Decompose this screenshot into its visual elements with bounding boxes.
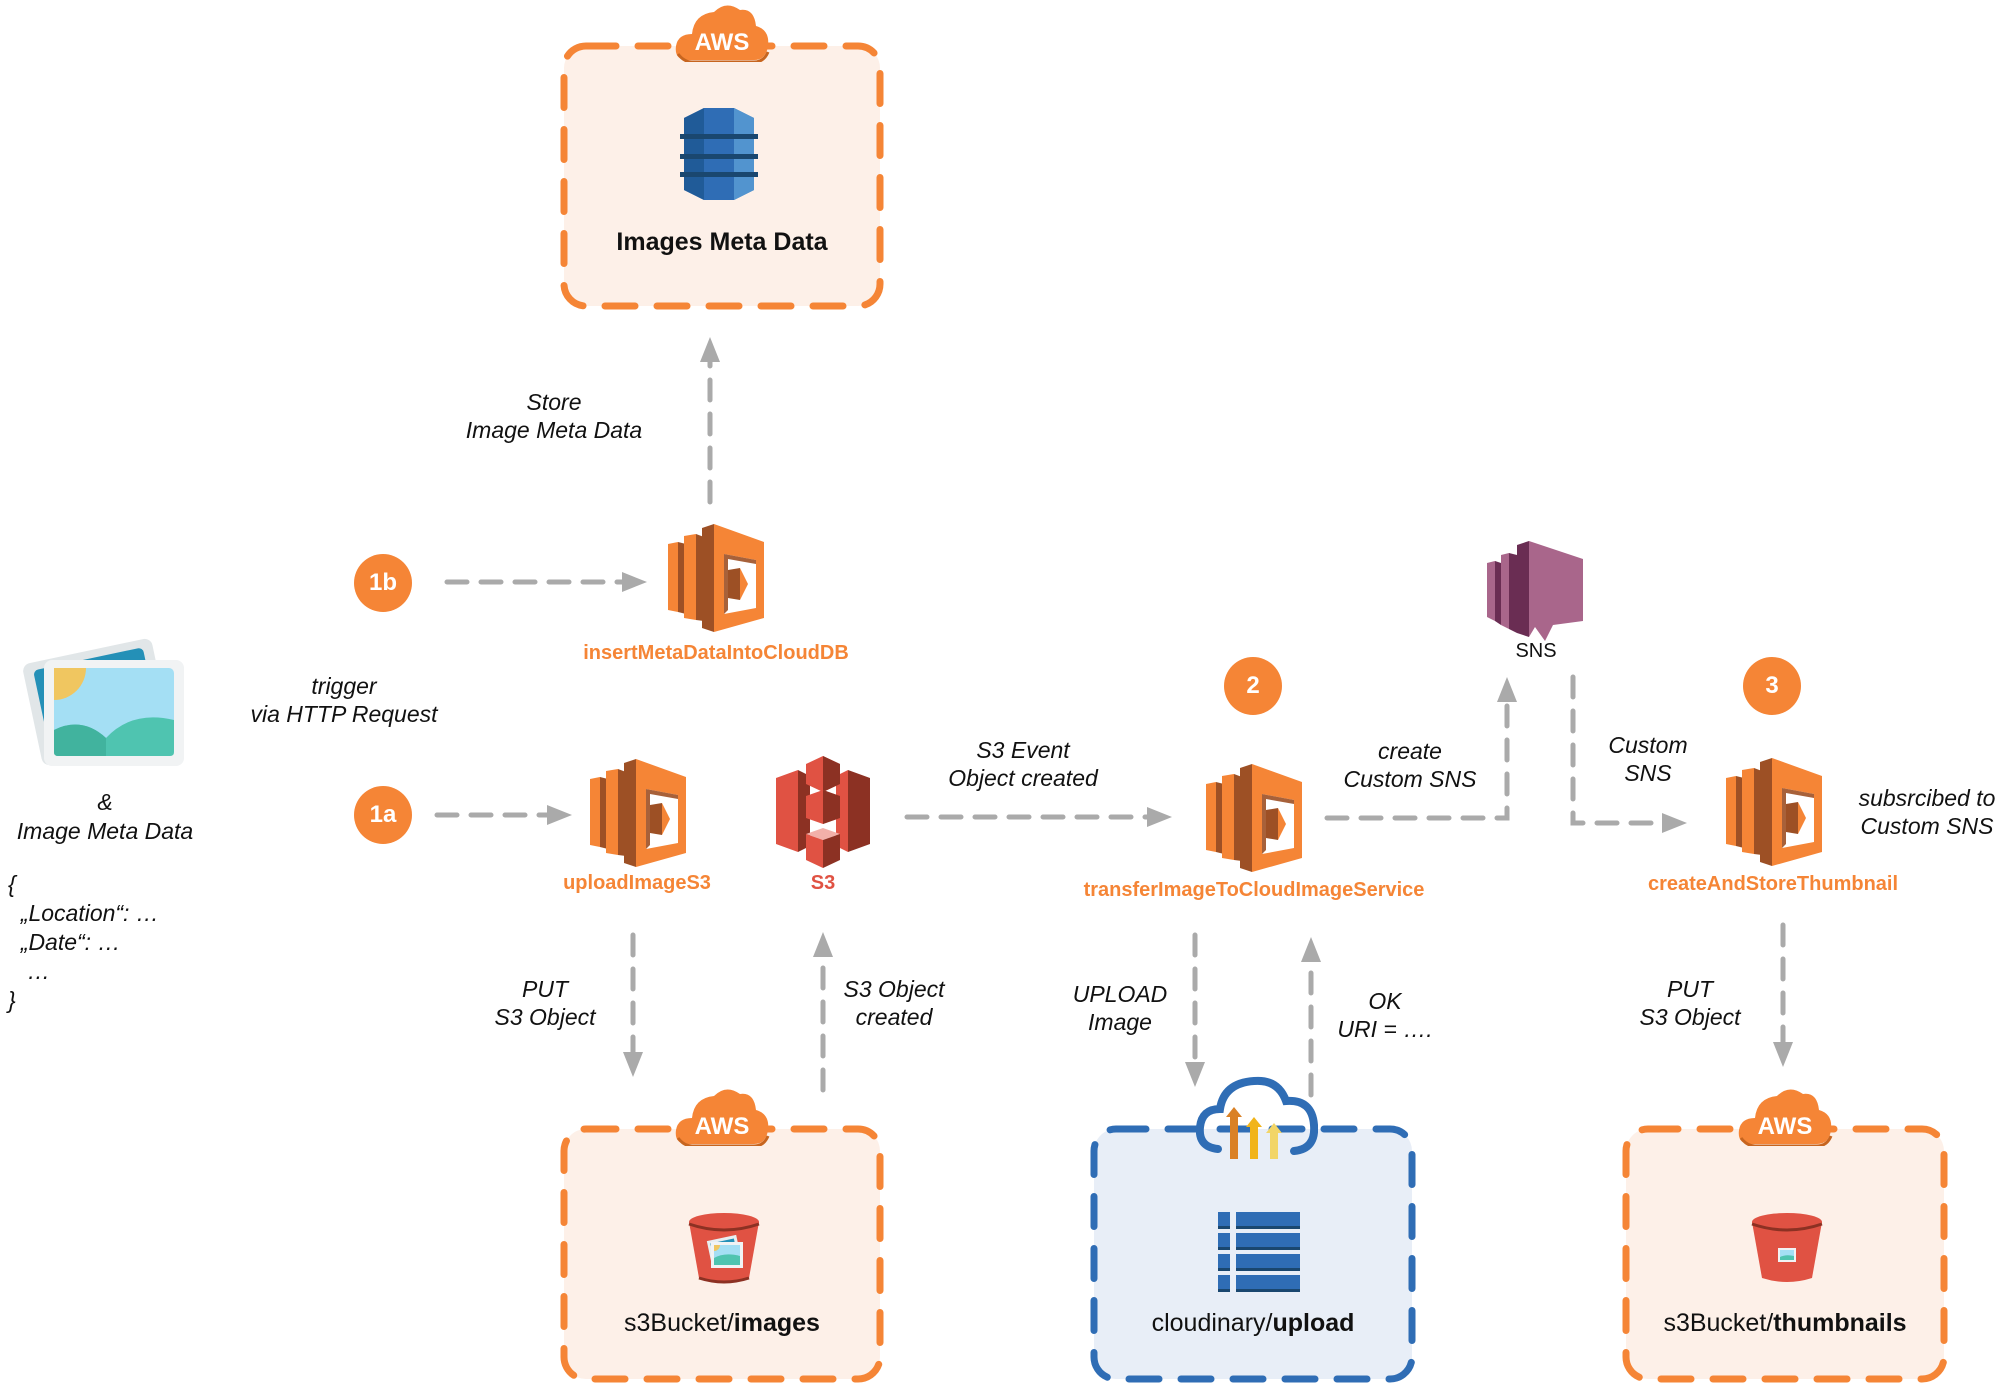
step-badge-2: 2 — [1224, 657, 1282, 715]
function-label-upload-image: uploadImageS3 — [563, 872, 711, 894]
lambda-icon — [1206, 764, 1302, 872]
edge-label-custom-sns: Custom SNS — [1608, 732, 1688, 786]
arrowhead-right — [1147, 807, 1172, 827]
svg-text:AWS: AWS — [695, 29, 750, 56]
service-label-s3: S3 — [810, 872, 836, 894]
edge-label-store-meta: Store Image Meta Data — [465, 389, 643, 443]
function-label-create-thumbnail: createAndStoreThumbnail — [1647, 873, 1899, 895]
step-badge-3: 3 — [1743, 657, 1801, 715]
edge-label-s3-event: S3 Event Object created — [948, 737, 1098, 791]
lambda-icon — [1726, 758, 1822, 866]
arrowhead-up — [1301, 937, 1321, 962]
meta-json-example: { „Location“: … „Date“: … …} — [8, 871, 159, 1013]
s3-images-container: s3Bucket/images — [560, 1125, 884, 1383]
s3-images-label: s3Bucket/images — [624, 1309, 820, 1337]
metadata-db-label-text: Images Meta Data — [616, 228, 828, 256]
arrowhead-up — [700, 337, 720, 362]
step-badge-1b: 1b — [354, 554, 412, 612]
edge-label-subscribed: subsrcibed to Custom SNS — [1858, 785, 1996, 839]
step-badge-1a: 1a — [354, 786, 412, 844]
arrowhead-up — [813, 932, 833, 957]
metadata-db-container: Images Meta Data — [560, 42, 884, 310]
lambda-icon — [590, 759, 686, 867]
cloudinary-upload-label: cloudinary/upload — [1151, 1309, 1355, 1337]
sns-icon — [1487, 541, 1583, 641]
s3-bucket-icon — [1751, 1213, 1823, 1282]
aws-cloud-icon: AWS — [1738, 1089, 1833, 1146]
service-label-sns: SNS — [1515, 640, 1557, 662]
edge-label-trigger: trigger via HTTP Request — [250, 673, 438, 727]
s3-thumbnails-container: s3Bucket/thumbnails — [1622, 1125, 1948, 1383]
source-label: & Image Meta Data — [16, 789, 194, 844]
metadata-db-label: Images Meta Data — [564, 228, 880, 257]
svg-text:AWS: AWS — [1758, 1113, 1813, 1140]
function-label-insert-meta: insertMetaDataIntoCloudDB — [583, 642, 849, 664]
dynamodb-icon — [680, 108, 758, 200]
arrowhead-up — [1497, 677, 1517, 702]
edge-label-put-s3-thumbs: PUT S3 Object — [1639, 976, 1741, 1030]
edge-label-upload-image: UPLOAD Image — [1072, 981, 1168, 1035]
lambda-icon — [668, 524, 764, 632]
arrowhead-right — [1662, 813, 1687, 833]
s3-service-icon — [776, 756, 870, 868]
s3-thumbnails-label: s3Bucket/thumbnails — [1663, 1309, 1907, 1337]
arrowhead-down — [1773, 1042, 1793, 1067]
cloudinary-upload-container: cloudinary/upload — [1090, 1125, 1416, 1383]
edge-label-ok-uri: OK URI = …. — [1337, 988, 1433, 1042]
s3-bucket-icon — [688, 1213, 760, 1284]
edge-label-put-s3-images: PUT S3 Object — [494, 976, 596, 1030]
arrowhead-right — [547, 805, 572, 825]
edge-label-s3-object-created: S3 Object created — [843, 976, 945, 1030]
aws-cloud-icon: AWS — [675, 1089, 770, 1146]
svg-text:AWS: AWS — [695, 1113, 750, 1140]
aws-cloud-icon: AWS — [675, 5, 770, 62]
cloudinary-logo-icon — [1196, 1076, 1318, 1159]
edge-label-create-sns: create Custom SNS — [1343, 738, 1477, 792]
image-gallery-icon — [23, 638, 184, 766]
arrowhead-right — [622, 572, 647, 592]
storage-list-icon — [1218, 1212, 1300, 1292]
function-label-transfer-image: transferImageToCloudImageService — [1083, 879, 1425, 901]
arrowhead-down — [623, 1052, 643, 1077]
